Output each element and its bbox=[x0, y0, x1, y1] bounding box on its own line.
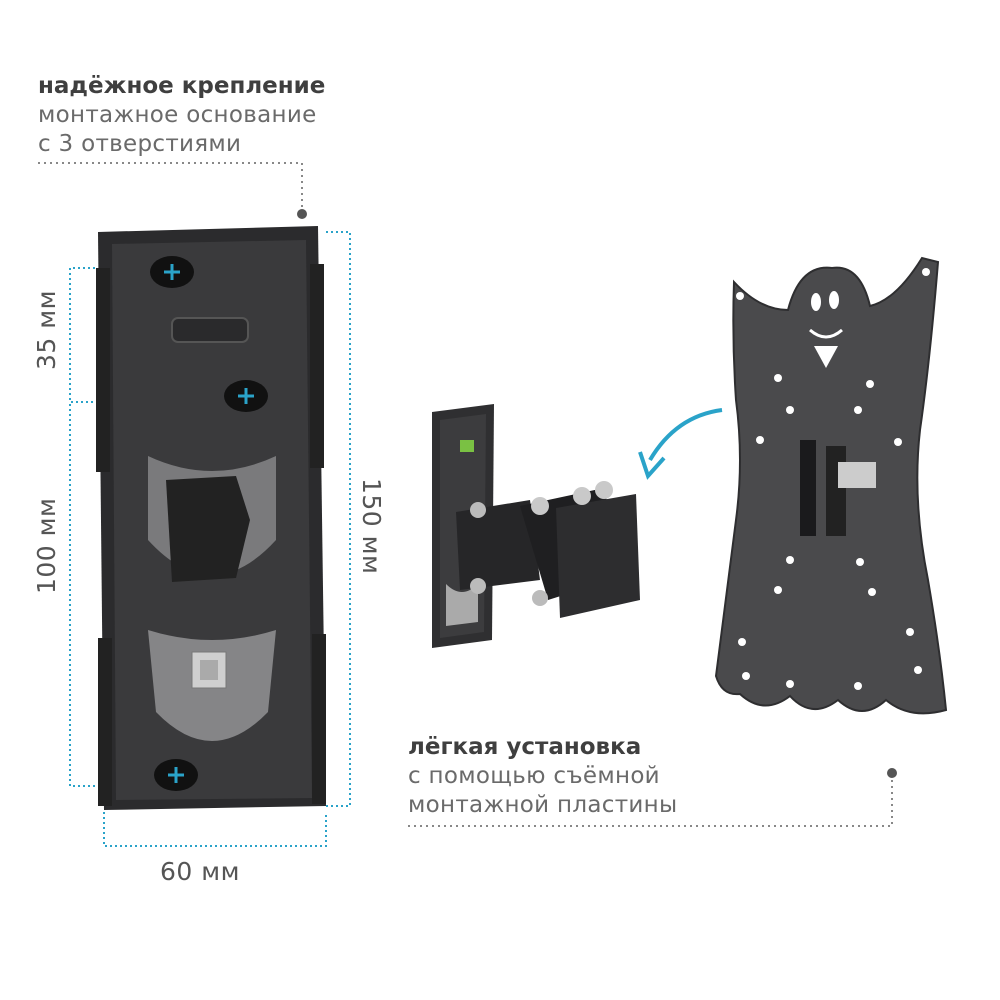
level-indicator bbox=[460, 440, 474, 452]
dimension-35mm: 35 мм bbox=[32, 290, 61, 370]
bottom-callout-line1: с помощью съёмной bbox=[408, 763, 660, 789]
bottom-callout-title: лёгкая установка bbox=[408, 734, 642, 760]
plus-icon bbox=[238, 388, 254, 404]
dimension-lines bbox=[69, 231, 351, 847]
plus-icon bbox=[164, 264, 180, 280]
dimension-60mm: 60 мм bbox=[160, 857, 240, 886]
bottom-callout-leader bbox=[408, 778, 893, 827]
top-callout-line2: с 3 отверстиями bbox=[38, 131, 242, 157]
dimension-150mm: 150 мм bbox=[357, 478, 386, 575]
bottom-callout-line2: монтажной пластины bbox=[408, 792, 678, 818]
wall-plate bbox=[96, 226, 326, 810]
dot-marker-icon bbox=[887, 768, 897, 778]
dot-marker-icon bbox=[297, 209, 307, 219]
top-callout-line1: монтажное основание bbox=[38, 102, 317, 128]
curved-arrow-icon bbox=[638, 408, 723, 480]
top-callout-leader bbox=[38, 162, 303, 210]
mounting-hole-3 bbox=[154, 759, 198, 791]
swivel-arm-assembly bbox=[432, 404, 640, 648]
plus-icon bbox=[168, 767, 184, 783]
mounting-hole-1 bbox=[150, 256, 194, 288]
dimension-100mm: 100 мм bbox=[32, 497, 61, 594]
vesa-plate bbox=[714, 256, 948, 715]
mounting-hole-2 bbox=[224, 380, 268, 412]
top-callout-title: надёжное крепление bbox=[38, 73, 326, 99]
